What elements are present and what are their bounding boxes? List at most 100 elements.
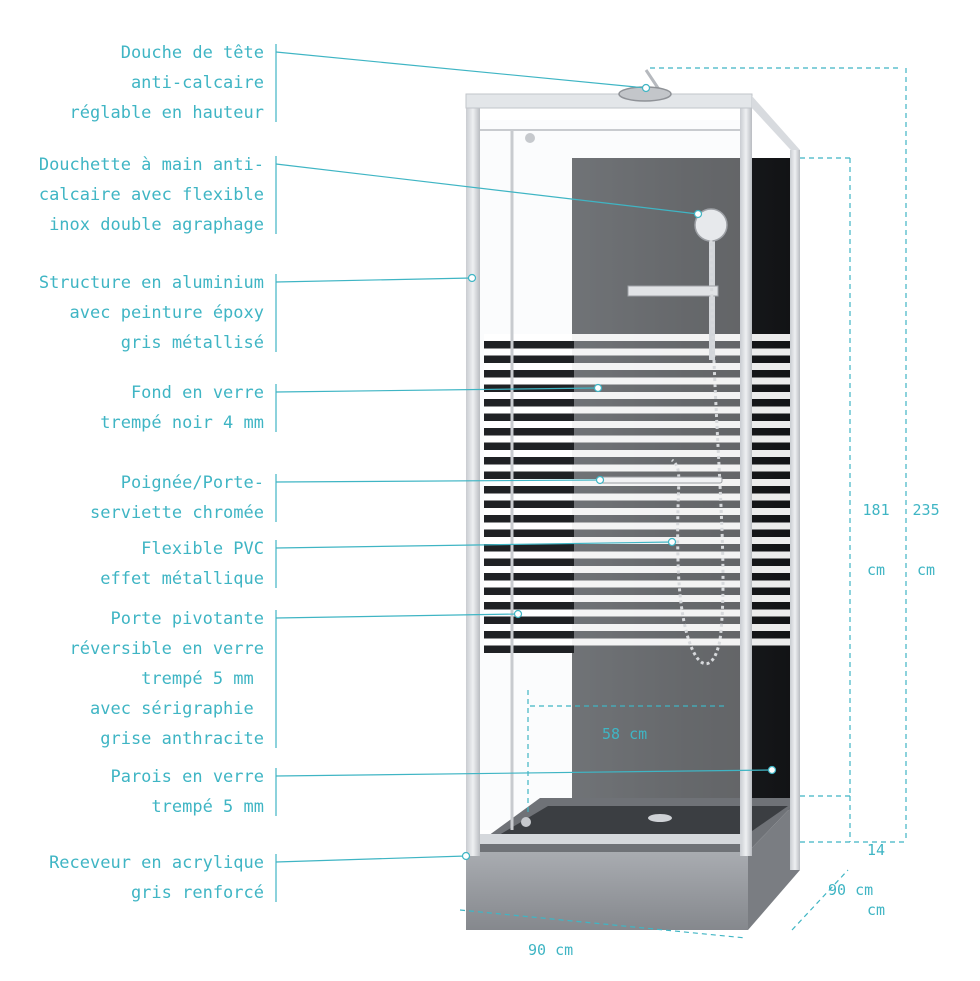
callout-poignee: Poignée/Porte-serviette chromée [90,468,264,528]
callout-leader [275,541,673,549]
serigraphy-dark-band [484,399,574,407]
dim-wall-height-value: 181 [862,501,890,519]
serigraphy-dark-band [484,355,574,363]
dim-tray-height-value: 14 [867,841,886,859]
serigraphy-dark-band [484,457,574,465]
callout-porte: Porte pivotante réversible en verre trempé… [70,604,264,754]
serigraphy-stripe [484,392,800,399]
callout-line: trempé noir 4 mm [100,413,264,433]
serigraphy-dark-band [484,558,574,566]
door-pivot-top [525,133,535,143]
callout-leader [275,277,473,283]
callout-line: réversible en verre [69,639,264,659]
serigraphy-dark-band [484,573,574,581]
callout-line: Flexible PVC [141,539,264,559]
serigraphy-dark-band [484,602,574,610]
serigraphy-stripe [484,348,800,356]
callout-leader [275,479,601,483]
callout-dot [667,537,677,547]
callout-flexible: Flexible PVC effet métallique [100,534,264,594]
callout-line: gris métallisé [120,333,264,353]
serigraphy-stripe [484,493,800,501]
serigraphy-stripe [484,334,800,341]
serigraphy-stripe [484,624,800,631]
callout-line: effet métallique [100,569,264,589]
shelf [627,285,719,297]
serigraphy-stripe [484,537,800,544]
callout-dot [767,765,777,775]
serigraphy-stripe [484,363,800,370]
dimension-lines [459,67,907,939]
serigraphy-dark-band [484,370,574,378]
frame-left-post [466,96,480,856]
serigraphy-stripe [484,406,800,414]
callout-douchette: Douchette à main anti-calcaire avec flex… [39,150,264,240]
serigraphy-dark-band [484,587,574,595]
callout-line: Receveur en acrylique [49,853,264,873]
hose [670,239,725,665]
callout-line: Douchette à main anti- [38,155,264,175]
callout-line: trempé 5 mm [141,669,264,689]
dimension-line [459,909,747,939]
callout-line: Porte pivotante [110,609,264,629]
serigraphy-dark-band [484,515,574,523]
dimension-line [791,869,849,931]
shower-tray-front [466,852,748,930]
serigraphy-stripe [484,595,800,602]
serigraphy-stripe [484,508,800,515]
callout-dot [595,475,605,485]
callout-receveur: Receveur en acrylique gris renforcé [49,848,264,908]
serigraphy-stripes [484,334,800,653]
dim-tray-height-unit: cm [867,901,886,919]
dim-total-height-unit: cm [917,561,936,579]
callout-leader [275,387,599,393]
dim-wall-height: 181 cm [858,460,894,620]
dim-width-front: 90 cm [528,941,574,959]
callout-line: trempé 5 mm [151,797,264,817]
serigraphy-dark-band [484,500,574,508]
callout-dot [513,609,523,619]
serigraphy-dark-band [484,413,574,421]
frame-side-post [790,150,800,870]
callout-douche-tete: Douche de tête anti-calcaire réglable en h… [70,38,264,128]
serigraphy-dark-band [484,544,574,552]
callout-line: Douche de tête [120,43,264,63]
callout-line: anti-calcaire [130,73,264,93]
dim-depth-side: 90 cm [828,881,874,899]
callout-line: grise anthracite [100,729,264,749]
callout-dot [461,851,471,861]
drain [648,814,672,822]
callout-line: calcaire avec flexible [38,185,264,205]
serigraphy-stripe [484,377,800,385]
serigraphy-dark-band [484,616,574,624]
frame-top-bar [465,93,753,109]
callout-leader [275,51,647,89]
serigraphy-dark-band [484,442,574,450]
callout-dot [641,83,651,93]
callout-dot [467,273,477,283]
callout-leader [275,855,467,863]
callout-line: avec peinture époxy [69,303,264,323]
callout-structure: Structure en aluminium avec peinture épox… [39,268,264,358]
callout-dot [693,209,703,219]
callout-line: gris renforcé [130,883,264,903]
serigraphy-dark-band [484,384,574,392]
serigraphy-stripe [484,580,800,588]
serigraphy-dark-band [484,341,574,349]
callout-leader [275,769,773,777]
serigraphy-stripe [484,551,800,559]
callout-leader [275,163,699,215]
serigraphy-dark-band [484,645,574,653]
callout-dot [593,383,603,393]
serigraphy-stripe [484,464,800,472]
callout-line: Structure en aluminium [38,273,264,293]
serigraphy-dark-band [484,428,574,436]
callout-line: réglable en hauteur [69,103,264,123]
callout-line: inox double agraphage [49,215,264,235]
serigraphy-dark-band [484,529,574,537]
dim-total-height-value: 235 [912,501,940,519]
frame-top-side [752,96,800,160]
